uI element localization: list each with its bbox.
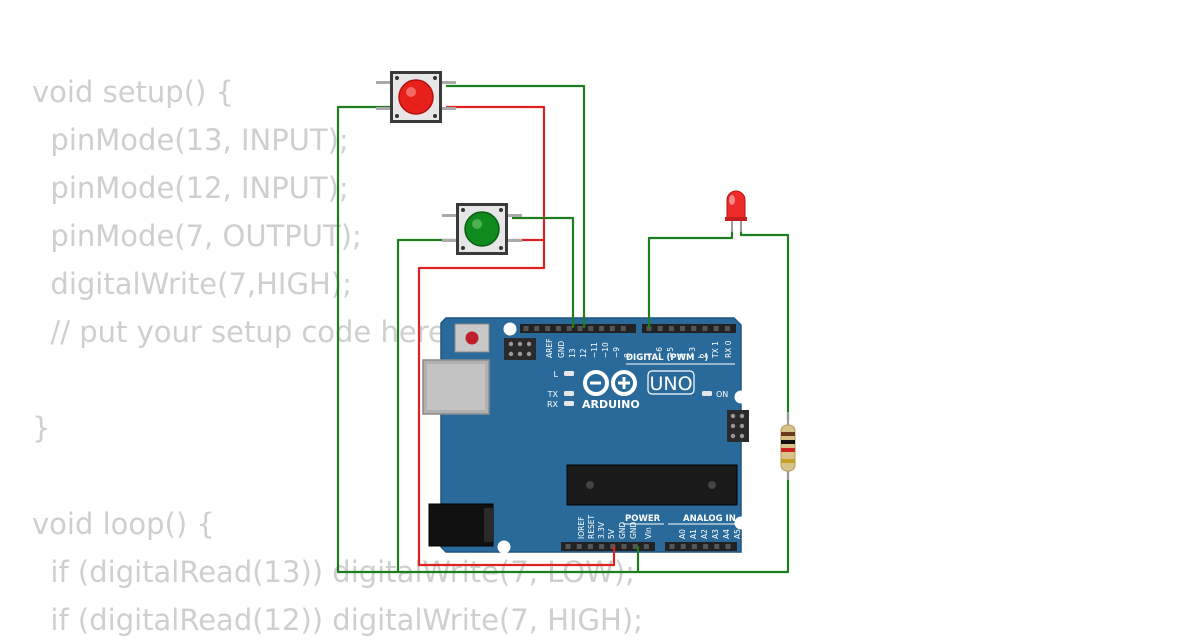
- top-pin-label: ~3: [688, 347, 697, 358]
- mounting-hole: [497, 540, 511, 554]
- top-pin-label: ~10: [601, 342, 610, 358]
- bottom-pin-label: GND: [629, 522, 638, 539]
- bottom-pin-label: A0: [678, 529, 687, 539]
- top-pin-label: TX 1: [711, 341, 720, 359]
- dc-power-jack: [428, 503, 494, 547]
- code-line: digitalWrite(7,HIGH);: [32, 267, 352, 301]
- code-line: void setup() {: [32, 75, 234, 109]
- reset-button[interactable]: [454, 323, 490, 353]
- led-label-rx: RX: [547, 400, 559, 409]
- top-pin-label: ~5: [666, 347, 675, 358]
- pushbutton-green[interactable]: [442, 203, 522, 255]
- on-led-label: ON: [716, 390, 728, 399]
- top-pin-label: 8: [623, 353, 632, 358]
- bottom-pin-label: RESET: [587, 515, 596, 539]
- top-pin-label: 7: [644, 353, 653, 358]
- wire-pin7-to-led[interactable]: [647, 230, 734, 328]
- digital-pwm-label: DIGITAL (PWM ~): [626, 353, 708, 363]
- bottom-pin-label: A5: [733, 529, 742, 539]
- top-pin-label: ~6: [655, 347, 664, 358]
- wire-buttons-to-resistor[interactable]: [336, 105, 790, 574]
- top-pin-label: ~9: [612, 347, 621, 358]
- icsp-header-right: [727, 410, 749, 442]
- resistor[interactable]: [780, 412, 796, 480]
- code-line: pinMode(12, INPUT);: [32, 171, 349, 205]
- header-pin-holes: [523, 326, 731, 549]
- arduino-logo-icon: [583, 370, 637, 396]
- uno-badge: [647, 370, 695, 395]
- bottom-pin-label: A2: [700, 529, 709, 539]
- bottom-pin-label: 3.3V: [597, 521, 606, 539]
- code-line: }: [32, 411, 51, 445]
- usb-connector-inner: [427, 364, 485, 410]
- top-pin-label: AREF: [545, 339, 554, 358]
- pushbutton-red[interactable]: [376, 71, 456, 123]
- wire-green-button-ground[interactable]: [396, 238, 455, 572]
- top-pin-label: GND: [557, 341, 566, 358]
- icsp-header: [504, 338, 536, 360]
- mounting-hole: [734, 390, 748, 404]
- bottom-pin-label: Vin: [644, 527, 653, 539]
- bottom-pin-label: A3: [711, 529, 720, 539]
- led-label-tx: TX: [547, 390, 559, 399]
- power-led: [702, 391, 712, 396]
- code-line: // put your setup code here: [32, 315, 446, 349]
- power-header: [561, 542, 655, 551]
- wire-5v-to-red-button[interactable]: [417, 105, 616, 567]
- wire-red-button-to-pin12[interactable]: [446, 84, 586, 328]
- bottom-pin-label: A1: [689, 529, 698, 539]
- bottom-pin-label: IOREF: [577, 517, 586, 539]
- status-leds: [564, 371, 712, 406]
- digital-header-right: [642, 324, 736, 333]
- dc-power-jack-rim: [484, 508, 494, 542]
- code-editor-text: void setup() { pinMode(13, INPUT); pinMo…: [32, 68, 643, 644]
- mounting-hole: [503, 322, 517, 336]
- wire-green-button-to-pin13[interactable]: [512, 216, 575, 328]
- top-pin-label: 4: [677, 353, 686, 358]
- wires: [336, 84, 790, 574]
- brand-label: ARDUINO: [582, 398, 640, 411]
- analog-in-label: ANALOG IN: [683, 514, 736, 524]
- bottom-pin-label: A4: [722, 529, 731, 539]
- top-pin-label: 2: [699, 353, 708, 358]
- microcontroller-chip: [566, 464, 738, 506]
- code-line: void loop() {: [32, 507, 215, 541]
- bottom-pin-label: 5V: [607, 528, 616, 539]
- mounting-hole: [734, 516, 748, 530]
- bottom-pin-label: GND: [618, 522, 627, 539]
- red-led[interactable]: [725, 190, 747, 232]
- top-pin-label: 12: [579, 348, 588, 358]
- power-label: POWER: [625, 514, 661, 524]
- code-line: pinMode(13, INPUT);: [32, 123, 349, 157]
- top-pin-label: ~11: [590, 342, 599, 358]
- analog-header: [665, 542, 737, 551]
- wire-led-to-resistor[interactable]: [739, 230, 790, 420]
- top-pin-label: 13: [568, 348, 577, 358]
- model-label: UNO: [649, 373, 692, 395]
- led-label-l: L: [554, 370, 559, 379]
- top-pin-label: RX 0: [724, 340, 733, 358]
